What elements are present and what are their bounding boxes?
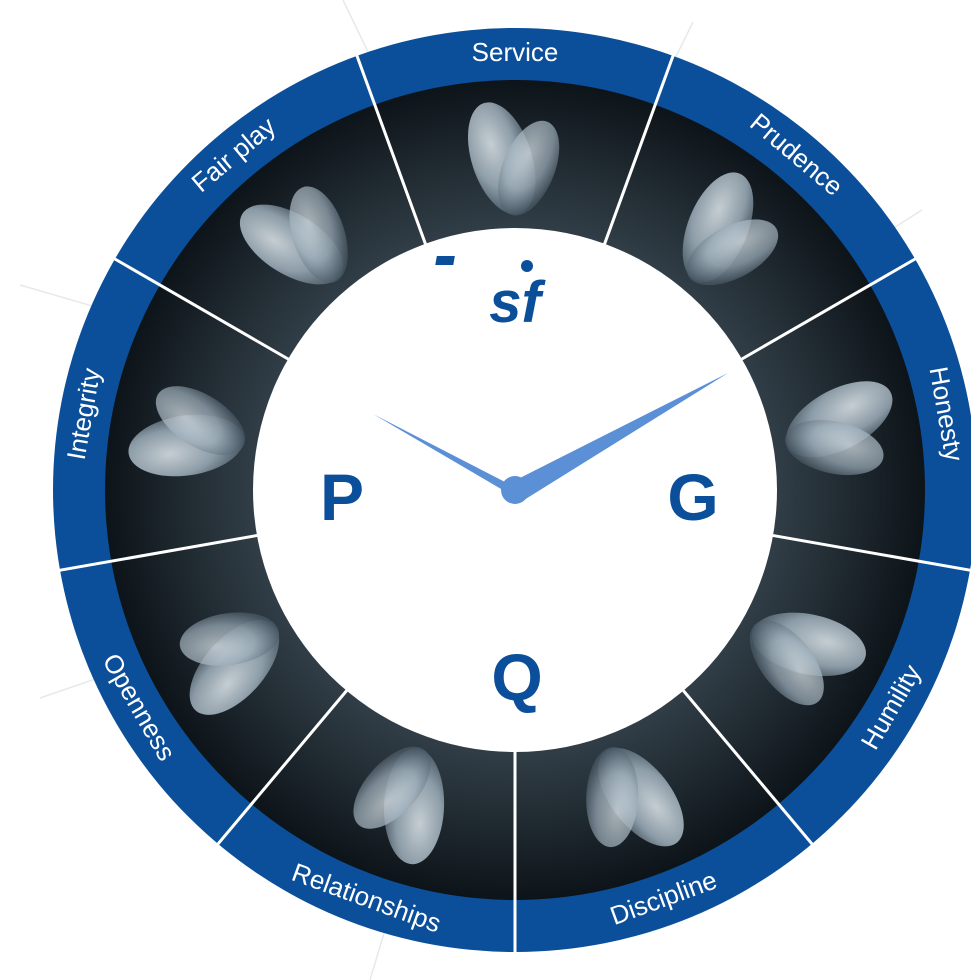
letter-g: G xyxy=(667,460,718,534)
clock-hands xyxy=(373,373,728,504)
segment-divider xyxy=(768,533,971,572)
label-service: Service xyxy=(472,37,559,67)
segment-dividers xyxy=(57,53,971,954)
clock-hand-long xyxy=(508,373,728,500)
hands-photo-prudence xyxy=(682,172,779,286)
segment-divider xyxy=(215,686,351,847)
letter-q: Q xyxy=(491,640,542,714)
hands-photo-fair-play xyxy=(239,186,348,285)
hands-photo-service xyxy=(467,102,560,216)
logo-text: sf xyxy=(489,270,546,335)
clock-hub xyxy=(501,476,529,504)
segment-divider xyxy=(112,256,293,363)
sf-logo: sf xyxy=(435,256,546,335)
hands-photo-openness xyxy=(179,612,280,715)
segment-divider xyxy=(354,53,429,249)
hands-photo-discipline xyxy=(586,747,684,848)
hands-photo-integrity xyxy=(128,386,246,477)
letter-p: P xyxy=(320,460,364,534)
logo-dot xyxy=(521,260,533,272)
clock-hand-short xyxy=(373,414,520,500)
hands-photo-group xyxy=(128,102,893,865)
hands-photo-humility xyxy=(749,612,866,706)
segment-divider xyxy=(679,686,815,847)
hands-photo-relationships xyxy=(353,746,445,865)
segment-divider xyxy=(57,533,262,573)
segment-divider xyxy=(737,256,918,363)
hands-photo-honesty xyxy=(785,381,893,476)
segment-divider xyxy=(601,53,676,249)
